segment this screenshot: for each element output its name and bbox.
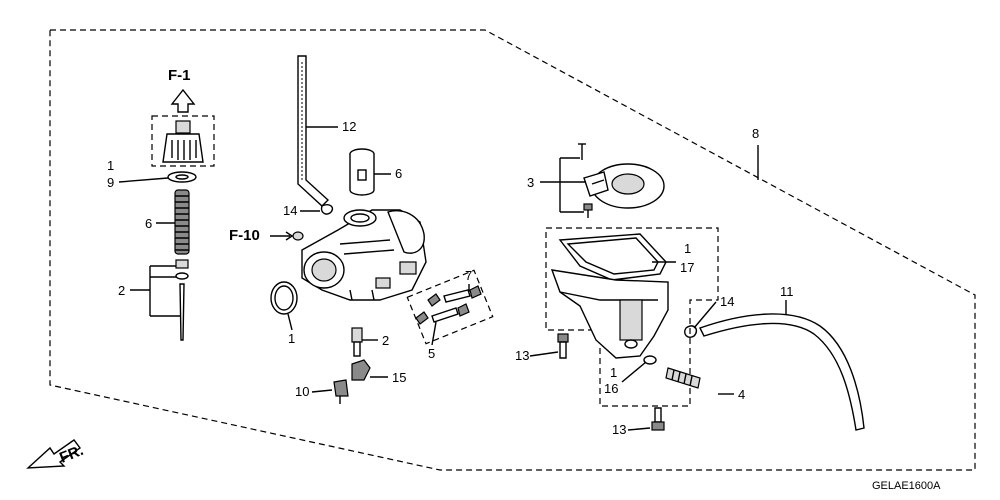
assembly-boundary	[49, 29, 976, 471]
callout-2-mid: 2	[382, 333, 389, 348]
callout-11: 11	[780, 284, 794, 299]
callout-7: 7	[465, 268, 472, 283]
bowl-dashed-frame	[545, 227, 719, 407]
callout-12: 12	[342, 119, 356, 134]
callout-13-lower: 13	[612, 422, 626, 437]
image-code: GELAE1600A	[872, 480, 941, 492]
screw-set-frame	[406, 269, 494, 345]
front-mark-label: FR.	[57, 442, 86, 467]
callout-8: 8	[752, 126, 759, 141]
callout-4: 4	[738, 387, 745, 402]
carburetor-body	[301, 209, 427, 301]
callout-14-right: 14	[720, 294, 734, 309]
callout-10: 10	[295, 384, 309, 399]
callout-5: 5	[428, 346, 435, 361]
needle-clip	[175, 272, 189, 280]
band-screw	[583, 203, 593, 218]
callout-6-left: 6	[145, 216, 152, 231]
callout-1-top: 1	[107, 158, 114, 173]
air-screw-set	[415, 303, 470, 325]
ref-f1-label: F-1	[168, 67, 191, 84]
hose-clip-mid	[320, 204, 334, 215]
front-direction-arrow	[26, 439, 81, 469]
callout-15: 15	[392, 370, 406, 385]
fuel-tube	[297, 55, 330, 207]
throttle-valve-sleeve	[349, 148, 375, 196]
main-jet	[351, 327, 363, 357]
drain-washer	[643, 355, 657, 365]
bowl-gasket	[558, 233, 667, 281]
callout-1-bowl: 1	[610, 365, 617, 380]
carburetor-top-cap	[162, 120, 204, 163]
callout-3: 3	[527, 175, 534, 190]
drain-hose	[699, 313, 865, 431]
ref-f1-arrow	[170, 88, 196, 113]
jet-needle	[179, 283, 185, 341]
callout-13-upper: 13	[515, 348, 529, 363]
callout-1-oring: 1	[288, 331, 295, 346]
needle-retainer	[175, 259, 189, 269]
insulator-band	[583, 163, 665, 209]
bowl-screw-upper	[557, 333, 569, 359]
bowl-screw-lower	[651, 407, 665, 431]
hose-clip-right	[684, 325, 698, 338]
callout-14-mid: 14	[283, 203, 297, 218]
ref-f10-label: F-10	[229, 227, 260, 244]
float-bowl	[550, 269, 669, 359]
ref-f10-arrow	[270, 231, 294, 241]
cap-dashed-frame	[151, 115, 215, 167]
callout-16: 16	[604, 381, 618, 396]
callout-2-left: 2	[118, 283, 125, 298]
cap-washer	[167, 171, 197, 183]
jet-holder	[351, 359, 371, 381]
callout-6-mid: 6	[395, 166, 402, 181]
callout-9: 9	[107, 175, 114, 190]
float-pin	[333, 379, 349, 404]
drain-screw	[665, 367, 701, 389]
pilot-screw-set	[427, 285, 482, 307]
callout-17: 17	[680, 260, 694, 275]
throttle-spring	[174, 189, 190, 255]
callout-1-gasket: 1	[684, 241, 691, 256]
